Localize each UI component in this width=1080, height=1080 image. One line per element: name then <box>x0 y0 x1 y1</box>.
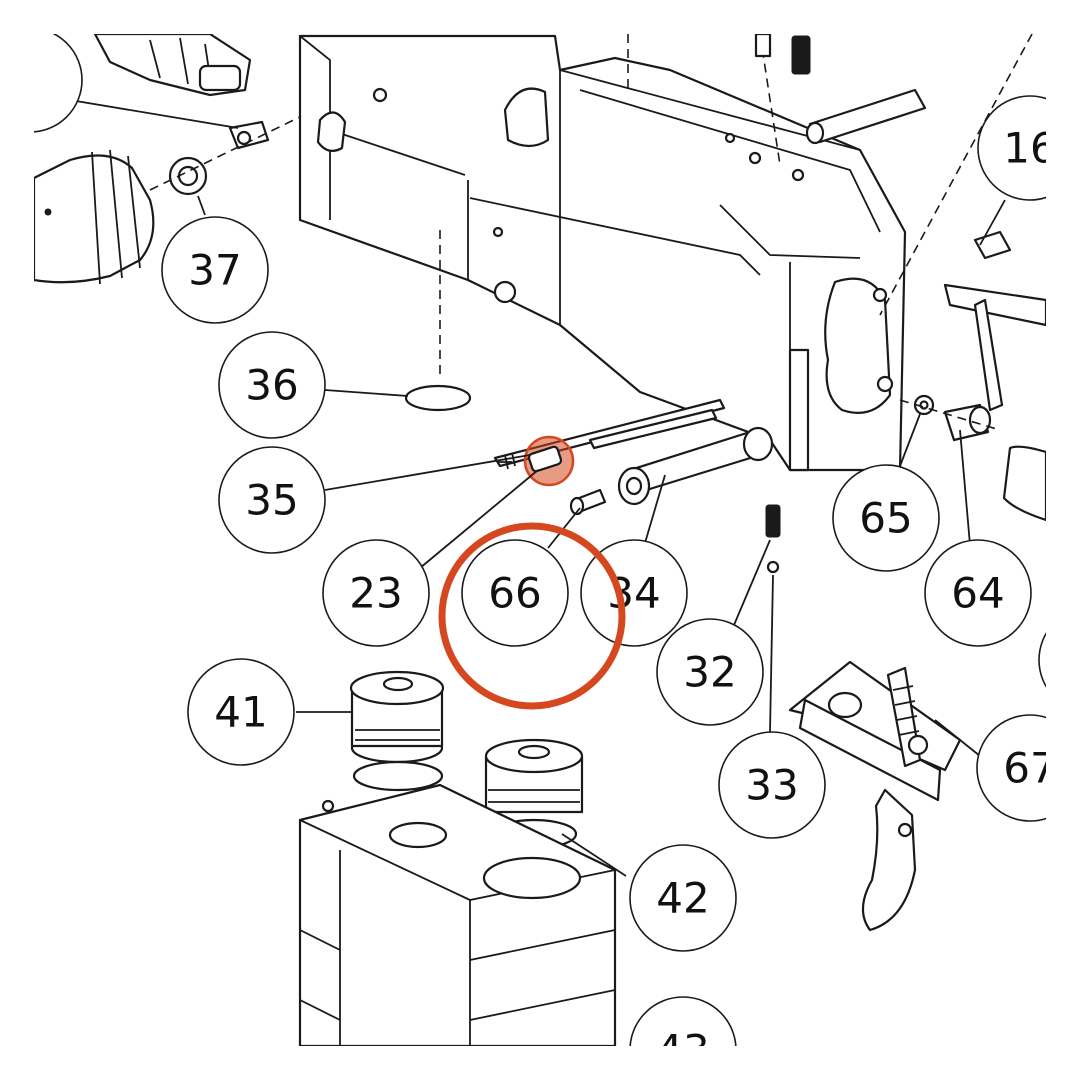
callout-64: 64 <box>924 539 1032 647</box>
pin-16 <box>805 88 927 145</box>
callout-66: 66 <box>461 539 569 647</box>
callout-35: 35 <box>218 446 326 554</box>
trigger-assembly-67 <box>788 660 962 932</box>
callout-33: 33 <box>718 731 826 839</box>
tube-right <box>1002 445 1046 522</box>
axis-line-right <box>879 34 1033 316</box>
set-screw-66 <box>569 488 607 516</box>
air-block <box>298 783 617 1046</box>
pin-top <box>754 34 772 58</box>
callout-41: 41 <box>187 658 295 766</box>
part-23-highlighted <box>523 435 575 487</box>
svg-text:66: 66 <box>488 569 541 618</box>
lever-right <box>943 230 1046 412</box>
svg-text:37: 37 <box>188 246 241 295</box>
highlight-circle <box>438 522 626 710</box>
callout-top-left-partial <box>34 34 83 133</box>
callout-right-partial <box>1038 632 1046 688</box>
svg-text:16: 16 <box>1003 124 1056 173</box>
top-left-fittings <box>93 34 270 150</box>
spring-32 <box>765 504 781 574</box>
leader-lines <box>69 99 1006 877</box>
callout-43-partial: 43 <box>629 996 737 1075</box>
callout-65: 65 <box>832 464 940 572</box>
callout-32: 32 <box>656 618 764 726</box>
svg-text:64: 64 <box>951 569 1004 618</box>
knob-assembly <box>34 149 155 285</box>
callout-36: 36 <box>218 331 326 439</box>
callout-42: 42 <box>629 844 737 952</box>
plug-41 <box>349 670 445 792</box>
callout-16: 16 <box>977 95 1056 201</box>
svg-text:35: 35 <box>245 476 298 525</box>
set-screw-top <box>791 35 811 75</box>
svg-text:65: 65 <box>859 494 912 543</box>
receiver-block <box>298 34 907 472</box>
callout-37: 37 <box>161 216 269 324</box>
svg-text:41: 41 <box>214 688 267 737</box>
callout-67: 67 <box>976 714 1056 822</box>
svg-text:32: 32 <box>683 648 736 697</box>
svg-text:43: 43 <box>656 1026 709 1075</box>
svg-text:67: 67 <box>1003 744 1056 793</box>
piston-34 <box>617 426 774 506</box>
fitting-64 <box>943 403 992 442</box>
svg-text:23: 23 <box>349 569 402 618</box>
svg-text:42: 42 <box>656 874 709 923</box>
callout-23: 23 <box>322 539 430 647</box>
bushing-37 <box>168 156 208 196</box>
o-ring-36 <box>404 384 472 412</box>
svg-text:36: 36 <box>245 361 298 410</box>
svg-text:33: 33 <box>745 761 798 810</box>
axis-line-64 <box>899 399 1001 431</box>
